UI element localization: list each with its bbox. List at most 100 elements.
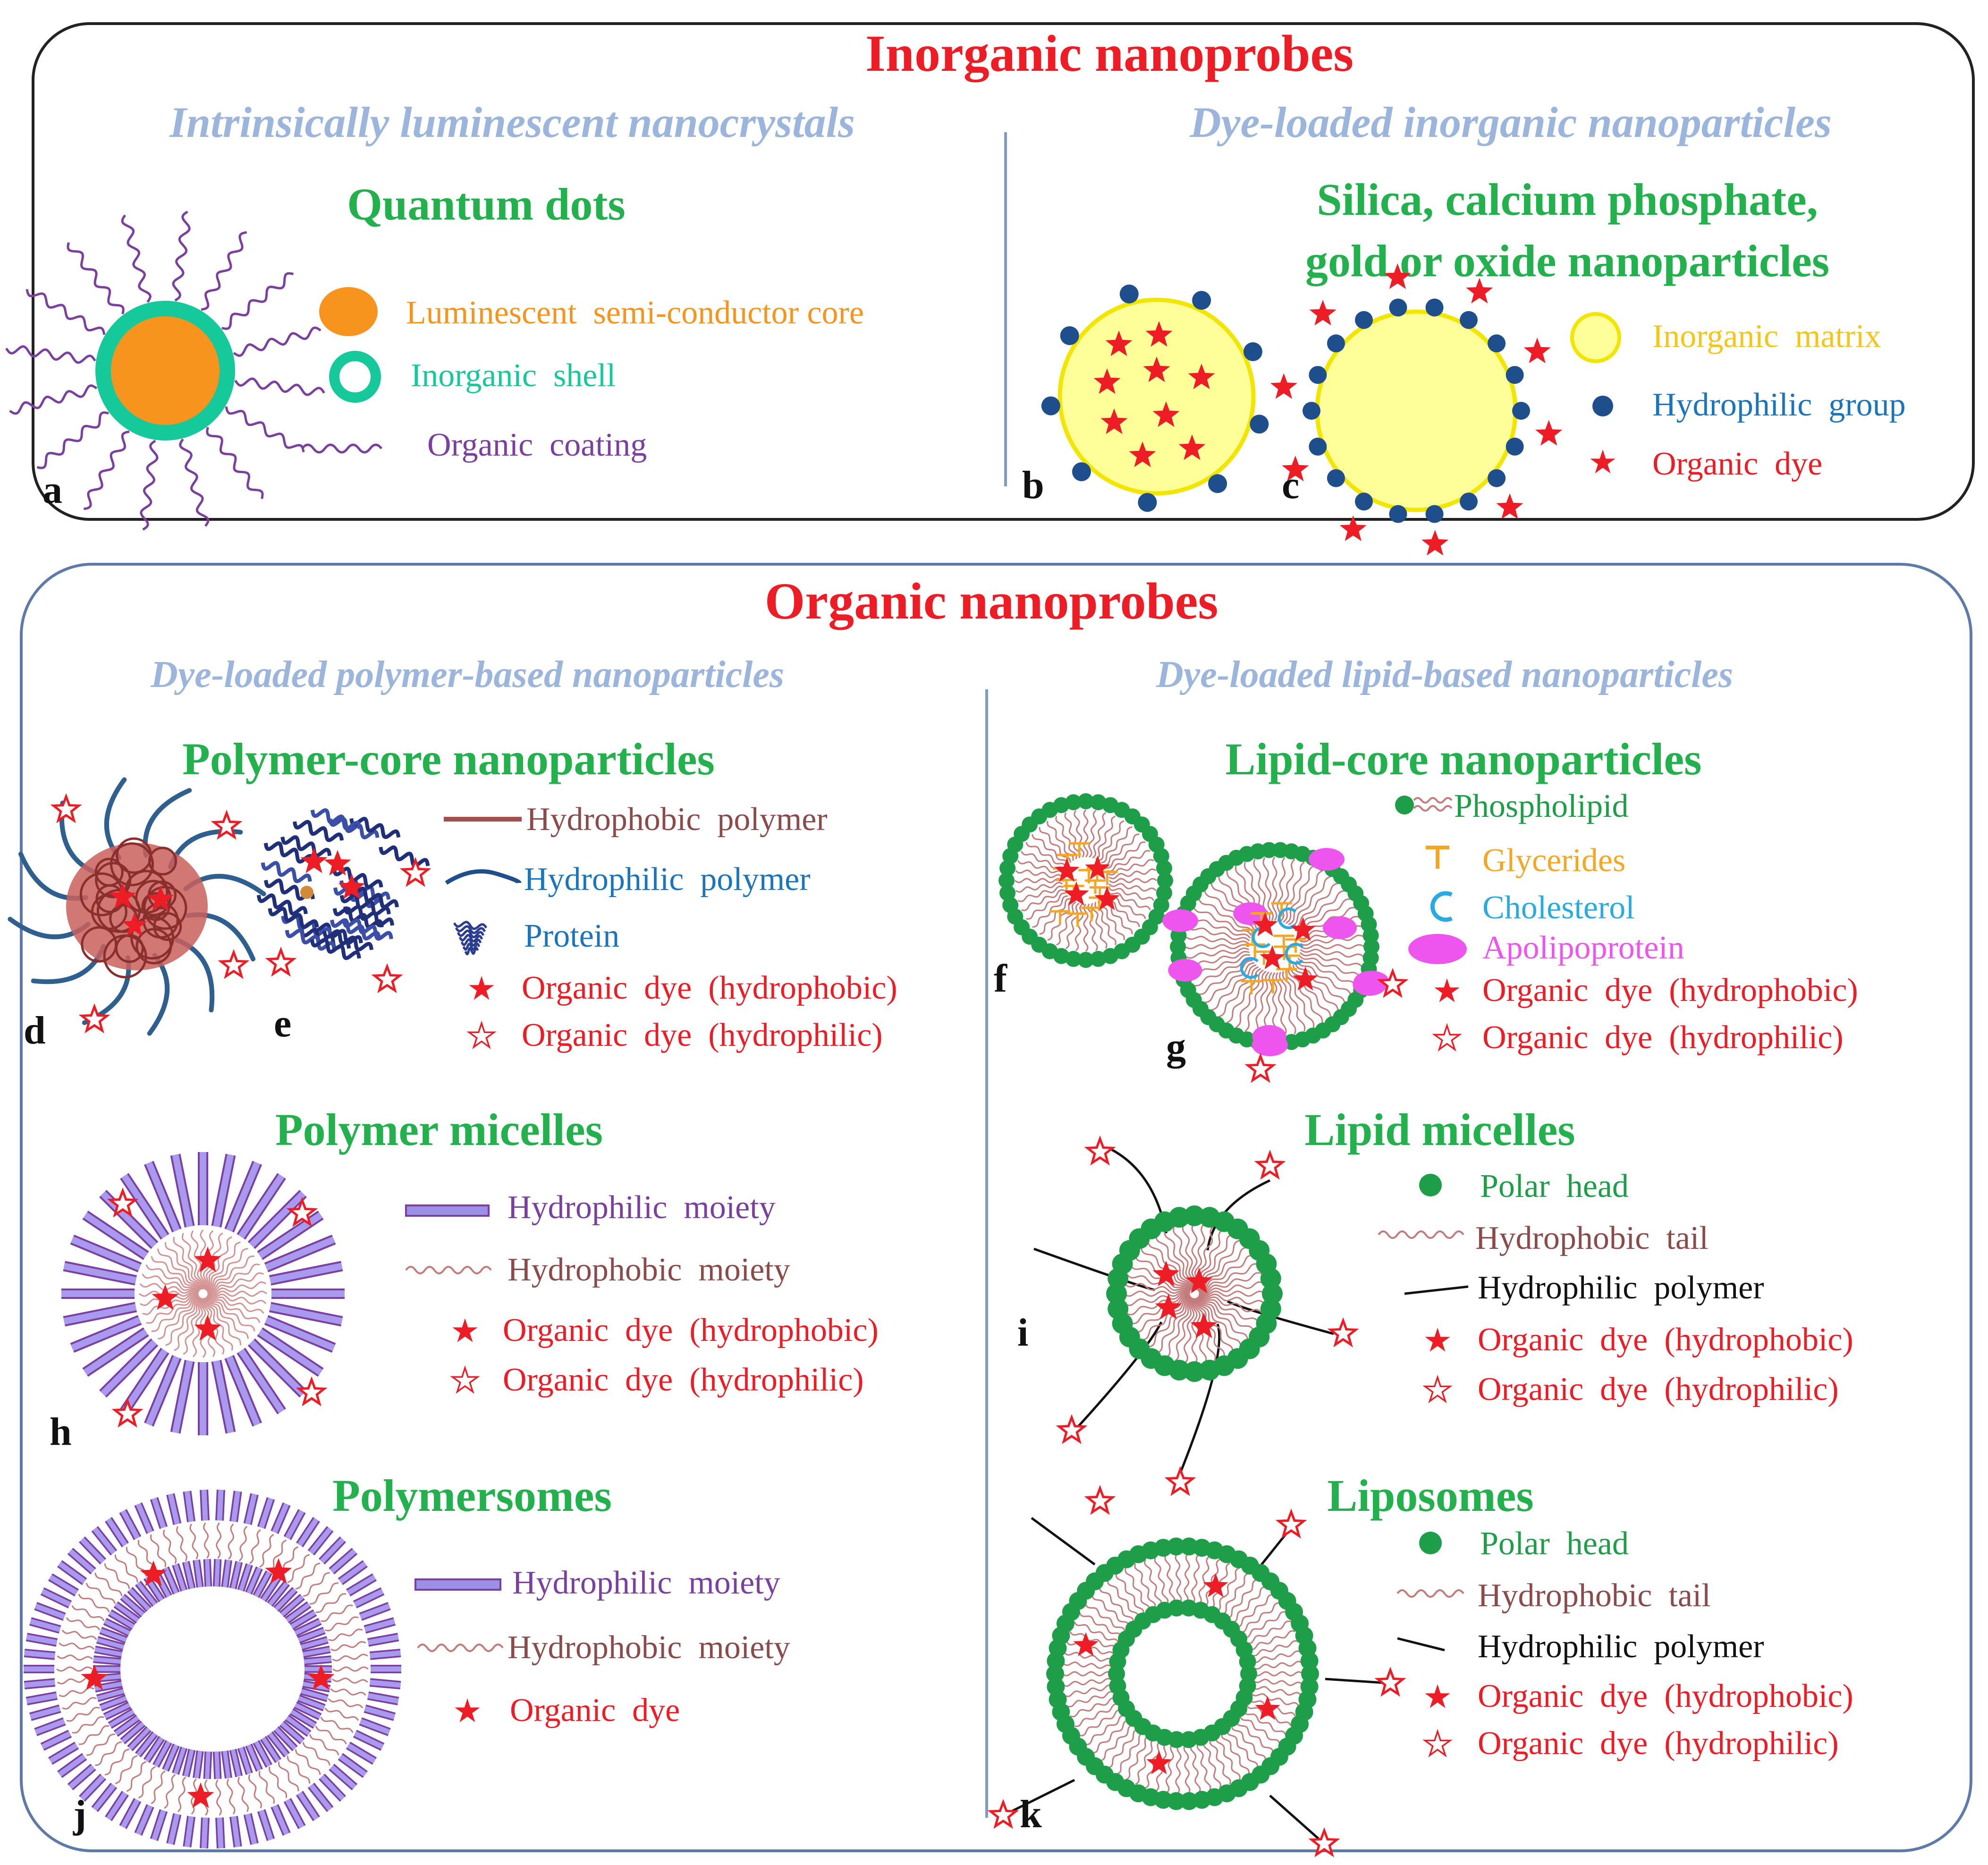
legend-apolipoprotein-swatch bbox=[1408, 934, 1467, 964]
inorganic-title: Inorganic nanoprobes bbox=[865, 25, 1354, 82]
star-icon bbox=[1425, 1684, 1450, 1708]
inorganic-left-subtitle: Intrinsically luminescent nanocrystals bbox=[169, 98, 855, 146]
legend-hydrophilic-polymer-label: Hydrophilic polymer bbox=[1478, 1628, 1764, 1665]
inorganic-panel bbox=[32, 22, 1975, 521]
organic-left-subtitle: Dye-loaded polymer-based nanoparticles bbox=[150, 654, 784, 695]
quantum-dot-icon bbox=[5, 211, 325, 531]
legend-dye-hydrophobic-label: Organic dye (hydrophobic) bbox=[503, 1312, 879, 1348]
legend-dye-hydrophilic-label: Organic dye (hydrophilic) bbox=[1482, 1019, 1844, 1056]
legend-organic-dye-label: Organic dye bbox=[1652, 446, 1822, 482]
panel-tag-g: g bbox=[1166, 1025, 1186, 1069]
liposome-k bbox=[987, 1484, 1406, 1857]
legend-dye-hydrophilic-label: Organic dye (hydrophilic) bbox=[522, 1017, 883, 1053]
legend-hydrophilic-moiety-swatch bbox=[405, 1204, 490, 1217]
panel-tag-e: e bbox=[274, 1001, 291, 1045]
legend-hydrophilic-moiety-label: Hydrophilic moiety bbox=[512, 1565, 780, 1601]
legend-matrix-swatch bbox=[1570, 312, 1621, 363]
legend-hydrophobic-tail-label: Hydrophobic tail bbox=[1475, 1220, 1709, 1256]
legend-hydrophobic-moiety-swatch bbox=[417, 1644, 504, 1652]
legend-dye-hydrophilic-label: Organic dye (hydrophilic) bbox=[503, 1362, 864, 1398]
lipid-core-particle-f bbox=[998, 793, 1173, 968]
legend-hydrophilic-moiety-label: Hydrophilic moiety bbox=[508, 1189, 776, 1226]
hydrophilic-dot-icon bbox=[1592, 396, 1613, 416]
legend-glycerides-label: Glycerides bbox=[1482, 842, 1625, 879]
legend-hydrophobic-moiety-swatch bbox=[405, 1266, 492, 1274]
legend-dye-hydrophilic-label: Organic dye (hydrophilic) bbox=[1478, 1725, 1839, 1762]
legend-dye-hydrophilic-label: Organic dye (hydrophilic) bbox=[1478, 1371, 1839, 1407]
protein-particle-e bbox=[256, 808, 431, 993]
organic-right-subtitle: Dye-loaded lipid-based nanoparticles bbox=[1156, 654, 1733, 695]
inorganic-right-subtitle: Dye-loaded inorganic nanoparticles bbox=[1189, 98, 1832, 146]
quantum-dots-title: Quantum dots bbox=[347, 179, 626, 229]
lipid-micelle-i bbox=[1033, 1135, 1359, 1496]
organic-panel bbox=[20, 563, 1972, 1852]
legend-hydrophilic-polymer-swatch bbox=[1404, 1285, 1469, 1295]
panel-tag-i: i bbox=[1017, 1311, 1028, 1355]
panel-tag-k: k bbox=[1020, 1792, 1042, 1836]
legend-hydrophobic-moiety-label: Hydrophobic moiety bbox=[508, 1629, 790, 1666]
legend-dye-hydrophobic-label: Organic dye (hydrophobic) bbox=[1478, 1322, 1853, 1358]
hollow-star-icon bbox=[469, 1023, 494, 1047]
polymer-core-title: Polymer-core nanoparticles bbox=[182, 734, 715, 784]
dye-loaded-inorganic-particle-b bbox=[1041, 284, 1269, 512]
organic-title: Organic nanoprobes bbox=[765, 572, 1218, 630]
panel-tag-h: h bbox=[50, 1410, 72, 1454]
dye-loaded-inorganic-particle-c bbox=[1270, 263, 1563, 556]
panel-tag-a: a bbox=[42, 468, 62, 512]
legend-dye-hydrophobic-label: Organic dye (hydrophobic) bbox=[1482, 972, 1858, 1009]
legend-coating-label: Organic coating bbox=[427, 427, 647, 463]
legend-coating-swatch bbox=[301, 443, 382, 454]
polymer-core-particle-d bbox=[8, 777, 266, 1036]
legend-hydrophilic-group-label: Hydrophilic group bbox=[1652, 387, 1906, 423]
liposomes-title: Liposomes bbox=[1327, 1470, 1533, 1521]
legend-hydrophobic-polymer-label: Hydrophobic polymer bbox=[526, 801, 828, 838]
legend-hydrophilic-polymer-swatch bbox=[1397, 1637, 1445, 1652]
star-icon bbox=[1590, 449, 1616, 474]
polymer-micelles-title: Polymer micelles bbox=[275, 1104, 603, 1155]
legend-shell-swatch bbox=[329, 351, 381, 403]
panel-tag-b: b bbox=[1022, 463, 1044, 507]
legend-shell-label: Inorganic shell bbox=[411, 357, 616, 394]
legend-core-swatch bbox=[319, 287, 378, 336]
hollow-star-icon bbox=[452, 1368, 477, 1392]
polymersomes-title: Polymersomes bbox=[332, 1470, 612, 1521]
legend-hydrophobic-tail-label: Hydrophobic tail bbox=[1478, 1577, 1711, 1614]
legend-hydrophilic-polymer-swatch bbox=[445, 869, 522, 885]
hollow-star-icon bbox=[1434, 1026, 1459, 1050]
legend-dye-hydrophobic-label: Organic dye (hydrophobic) bbox=[522, 970, 897, 1006]
legend-apolipoprotein-label: Apolipoprotein bbox=[1482, 930, 1684, 966]
polymer-micelle-h bbox=[61, 1152, 345, 1435]
legend-cholesterol-swatch bbox=[1430, 891, 1453, 922]
legend-hydrophilic-polymer-label: Hydrophilic polymer bbox=[524, 861, 811, 898]
lipid-micelles-title: Lipid micelles bbox=[1304, 1104, 1575, 1155]
hollow-star-icon bbox=[1425, 1731, 1450, 1755]
legend-organic-dye-label: Organic dye bbox=[510, 1692, 680, 1729]
silica-title-line1: Silica, calcium phosphate, bbox=[1317, 174, 1818, 225]
legend-phospholipid-label: Phospholipid bbox=[1454, 788, 1629, 824]
legend-hydrophobic-tail-swatch bbox=[1378, 1230, 1464, 1239]
legend-matrix-label: Inorganic matrix bbox=[1652, 318, 1881, 355]
legend-polar-head-label: Polar head bbox=[1480, 1526, 1629, 1562]
star-icon bbox=[1434, 978, 1460, 1002]
lipid-core-title: Lipid-core nanoparticles bbox=[1226, 734, 1702, 784]
panel-tag-f: f bbox=[994, 957, 1007, 1000]
legend-core-label: Luminescent semi-conductor core bbox=[406, 295, 864, 331]
legend-polar-head-swatch bbox=[1419, 1174, 1442, 1196]
legend-polar-head-label: Polar head bbox=[1480, 1168, 1629, 1204]
panel-tag-j: j bbox=[73, 1792, 86, 1836]
legend-cholesterol-label: Cholesterol bbox=[1482, 890, 1635, 926]
star-icon bbox=[1425, 1328, 1450, 1352]
legend-hydrophobic-tail-swatch bbox=[1396, 1589, 1464, 1598]
star-icon bbox=[455, 1698, 480, 1722]
legend-dye-hydrophobic-label: Organic dye (hydrophobic) bbox=[1478, 1678, 1853, 1714]
legend-phospholipid-swatch bbox=[1395, 796, 1453, 814]
star-icon bbox=[452, 1318, 478, 1342]
star-icon bbox=[469, 976, 494, 1000]
legend-polar-head-swatch bbox=[1419, 1532, 1442, 1554]
panel-tag-d: d bbox=[24, 1009, 46, 1052]
hollow-star-icon bbox=[1425, 1377, 1450, 1401]
legend-hydrophilic-moiety-swatch bbox=[415, 1578, 501, 1591]
panel-tag-c: c bbox=[1282, 463, 1299, 507]
